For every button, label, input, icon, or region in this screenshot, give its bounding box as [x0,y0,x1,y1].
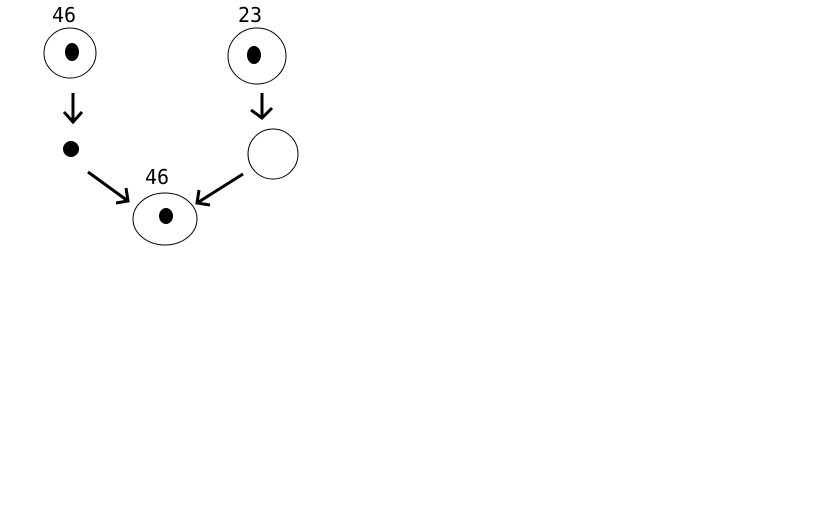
arrow-middle-left-to-bottom [87,170,130,205]
node-middle-right [247,128,299,180]
arrow-middle-right-to-bottom [195,172,244,207]
node-ring [247,128,299,180]
node-label: 23 [238,3,262,27]
node-ring [43,27,97,79]
arrow-top-left-to-middle-left [62,93,84,125]
node-label: 46 [52,3,76,27]
node-ring [227,27,287,85]
node-label: 46 [145,165,169,189]
node-middle-left [63,141,79,157]
node-top-left: 46 [43,3,97,79]
node-dot [247,46,261,64]
node-dot [63,141,79,157]
node-top-right: 23 [227,3,287,85]
node-ring [132,192,198,246]
node-bottom: 46 [132,165,198,246]
node-dot [65,43,79,61]
node-dot [159,208,173,224]
arrow-top-right-to-middle-right [250,93,274,120]
